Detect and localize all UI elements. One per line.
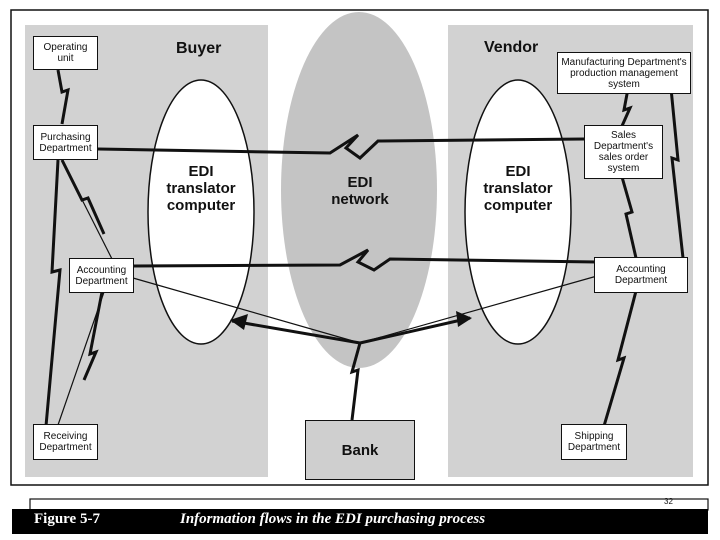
buyer-heading: Buyer (176, 40, 222, 57)
buyer-accounting-box: Accounting Department (69, 258, 134, 293)
purchasing-sales-link (97, 133, 585, 160)
manufacturing-accounting-link (668, 77, 685, 259)
vendor-translator-bank-line (359, 316, 471, 345)
figure-caption: Information flows in the EDI purchasing … (180, 511, 486, 527)
purchasing-accounting-line (61, 159, 113, 260)
vendor-translator-oval (464, 79, 572, 345)
purchasing-department-box: Purchasing Department (33, 125, 98, 160)
shipping-department-box: Shipping Department (561, 424, 627, 460)
accounting-receiving-zig (82, 291, 104, 381)
buyer-arrowhead (230, 314, 248, 330)
accounting-shipping-link (602, 290, 638, 427)
vendor-arrowhead (456, 311, 472, 327)
vendor-accounting-box: Accounting Department (594, 257, 688, 293)
network-ellipse (281, 12, 437, 368)
vendor-heading: Vendor (484, 39, 539, 56)
sales-box: Sales Department's sales order system (584, 125, 663, 179)
purchasing-receiving-link (44, 159, 62, 427)
accounting-receiving-line (57, 291, 105, 426)
caption-bar (12, 509, 708, 534)
accounting-accounting-link (132, 248, 598, 272)
sales-accounting-link (620, 176, 638, 259)
buyer-translator-bank-line (231, 319, 361, 345)
buyer-translator-label: EDI translator computer (166, 163, 236, 214)
operating-purchasing-link (56, 69, 70, 125)
page-number: 32 (664, 497, 673, 506)
network-label: EDI network (331, 174, 389, 208)
buyer-translator-oval (147, 79, 255, 345)
buyer-accounting-bank-line (132, 277, 361, 344)
vendor-accounting-bank-line (359, 275, 598, 344)
bank-link (349, 342, 362, 421)
manufacturing-box: Manufacturing Department's production ma… (557, 52, 691, 94)
manufacturing-sales-link (620, 77, 633, 127)
figure-number: Figure 5-7 (34, 511, 100, 527)
operating-unit-box: Operating unit (33, 36, 98, 70)
vendor-translator-label: EDI translator computer (483, 163, 553, 214)
bank-box: Bank (305, 420, 415, 480)
receiving-department-box: Receiving Department (33, 424, 98, 460)
